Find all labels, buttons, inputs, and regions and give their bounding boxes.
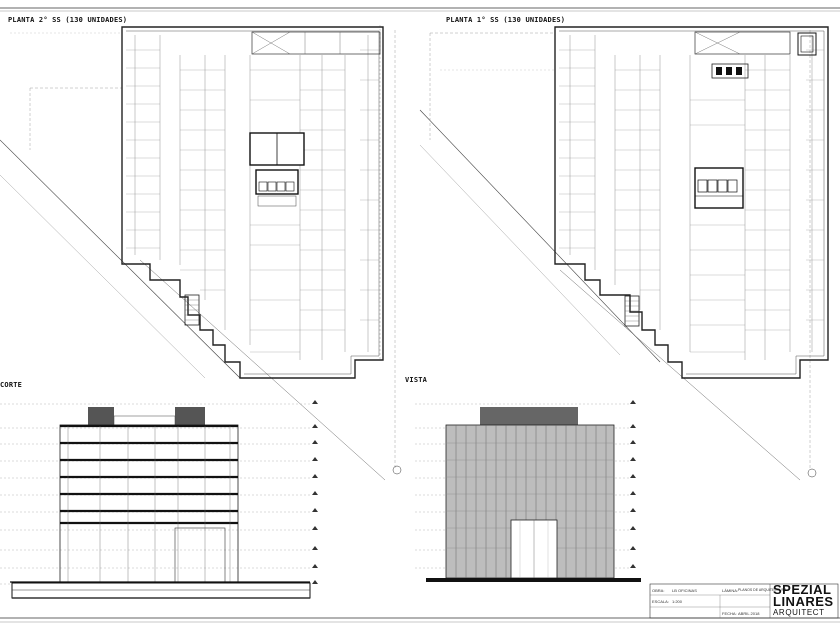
brand-line-3: ARQUITECT (773, 608, 825, 617)
escala-value: 1:200 (672, 599, 683, 604)
obra-label: OBRA: (652, 588, 665, 593)
section-corte (0, 400, 318, 599)
title-block (649, 583, 839, 619)
lamina-value: PLANOS DE ARQUITECTURA (738, 588, 787, 592)
elevation-vista (415, 400, 641, 582)
lamina-label: LÁMINA: (722, 588, 739, 593)
elevation-title: VISTA (405, 376, 428, 384)
fecha-value: ABRIL 2018 (738, 611, 760, 616)
fecha-label: FECHA: (722, 611, 737, 616)
brand-line-2: LINARES (773, 594, 834, 609)
plan-left (0, 25, 402, 481)
plan-right-title: PLANTA 1° SS (130 UNIDADES) (446, 16, 566, 24)
section-title: CORTE (0, 381, 23, 389)
brand-line-1: SPEZIAL (773, 582, 832, 597)
escala-label: ESCALA: (652, 599, 669, 604)
plan-right (419, 26, 829, 481)
plan-left-title: PLANTA 2° SS (130 UNIDADES) (8, 16, 128, 24)
obra-value: LB OFICINAS (672, 588, 697, 593)
